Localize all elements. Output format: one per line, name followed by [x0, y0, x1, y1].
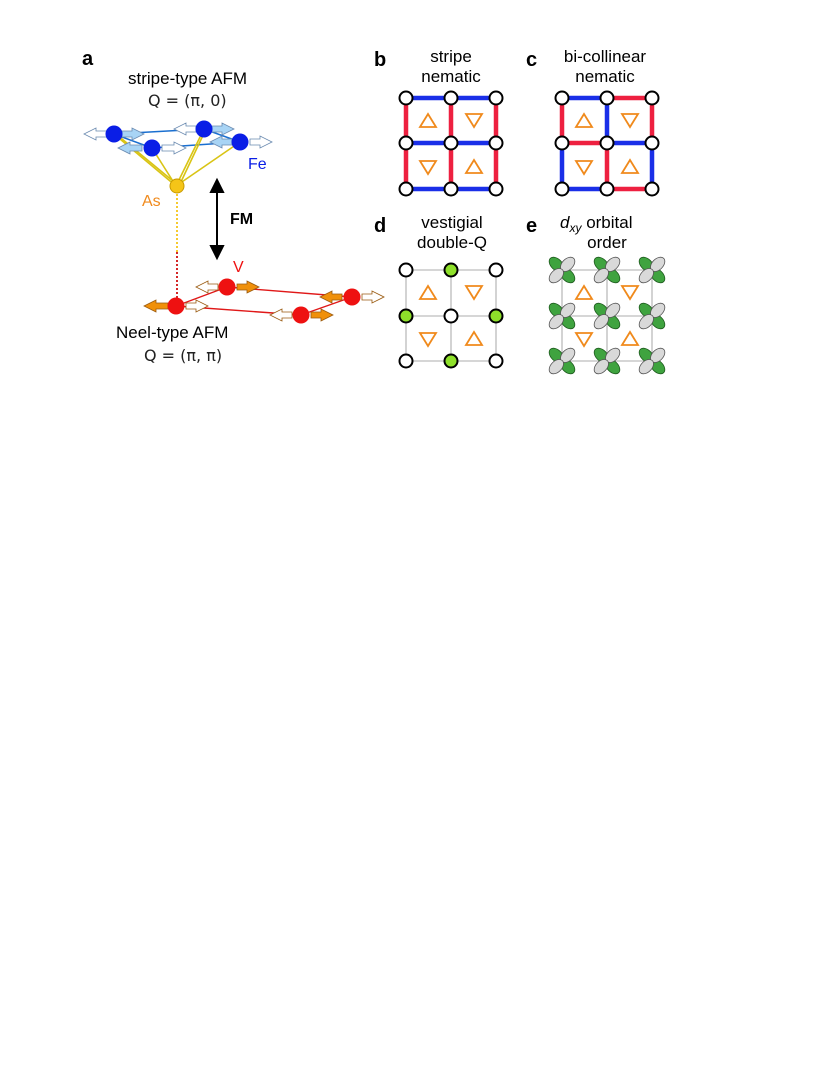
v-atoms — [167, 278, 361, 324]
panel-e: e dxy orbital order — [526, 213, 668, 377]
fe-spin-arrows — [83, 122, 273, 155]
v-atom — [292, 306, 310, 324]
v-spin-arrows — [143, 280, 385, 322]
panel-d-title-line1: vestigial — [421, 213, 482, 232]
panel-letter-d: d — [374, 215, 386, 237]
panel-b-sites — [398, 90, 504, 197]
panel-b-title-line1: stripe — [430, 47, 472, 66]
panel-b-title-line2: nematic — [421, 67, 481, 86]
panel-letter-b: b — [374, 49, 386, 71]
panel-c-sites — [554, 90, 660, 197]
neel-afm-title: Neel-type AFM — [116, 323, 228, 342]
panel-letter-c: c — [526, 49, 537, 71]
panel-c-title-line1: bi-collinear — [564, 47, 647, 66]
panel-e-title-line1: dxy orbital — [560, 213, 633, 235]
v-plane-bonds — [175, 286, 353, 316]
panel-d-title-line2: double-Q — [417, 233, 487, 252]
panel-e-sub: xy — [568, 221, 582, 235]
as-label: As — [142, 193, 161, 210]
as-bonds — [113, 128, 241, 187]
neel-afm-q: Q = (π, π) — [144, 346, 222, 365]
v-atom — [167, 297, 185, 315]
panel-e-d: d — [560, 213, 570, 232]
panel-d-sites — [398, 262, 504, 369]
fm-double-arrow — [209, 177, 225, 261]
panel-b: b stripe nematic — [374, 47, 504, 197]
fe-atom — [105, 125, 123, 143]
panel-e-rest: orbital — [581, 213, 632, 232]
panel-a: a stripe-type AFM Q = (π, 0) — [82, 48, 385, 365]
v-atom — [343, 288, 361, 306]
panel-c: c bi-collinear nematic — [526, 47, 660, 197]
panel-letter-a: a — [82, 48, 94, 70]
panel-d: d vestigial double-Q — [374, 213, 504, 369]
panel-e-title-line2: order — [587, 233, 627, 252]
fe-atom — [231, 133, 249, 151]
v-atom — [218, 278, 236, 296]
v-label: V — [233, 259, 244, 276]
stripe-afm-q: Q = (π, 0) — [148, 91, 227, 110]
fe-atoms — [105, 120, 249, 157]
fm-label: FM — [230, 211, 253, 228]
dxy-orbitals — [546, 254, 667, 376]
fe-label: Fe — [248, 156, 267, 173]
fe-atom — [143, 139, 161, 157]
fe-atom — [195, 120, 213, 138]
panel-c-title-line2: nematic — [575, 67, 635, 86]
as-atom — [169, 178, 185, 194]
panel-letter-e: e — [526, 215, 537, 237]
stripe-afm-title: stripe-type AFM — [128, 69, 247, 88]
